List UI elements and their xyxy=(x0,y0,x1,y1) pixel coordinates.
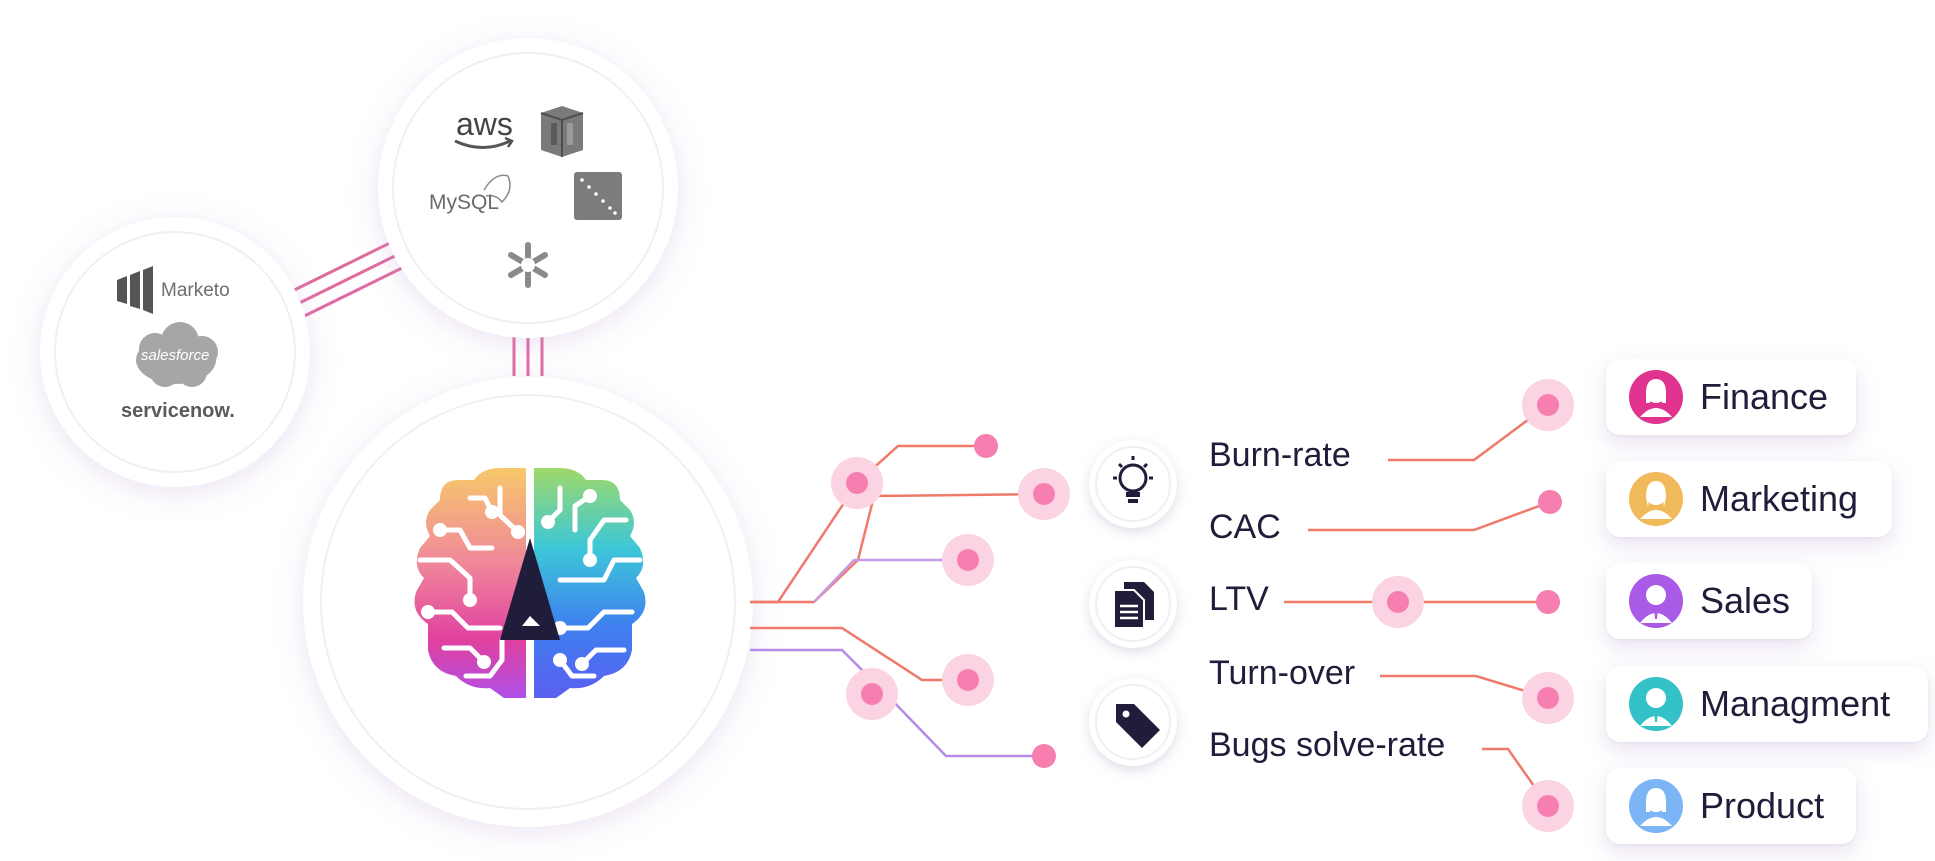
brain-connectors xyxy=(750,444,1045,758)
product-person-icon xyxy=(1629,779,1683,833)
dept-label-managment: Managment xyxy=(1700,683,1891,724)
dept-card-sales[interactable]: Sales xyxy=(1606,563,1812,639)
metric-cac: CAC xyxy=(1209,508,1281,546)
database-tile-icon xyxy=(574,172,622,220)
salesforce-wordmark: salesforce xyxy=(141,347,210,364)
tag-category xyxy=(1089,678,1177,766)
sales-person-icon xyxy=(1629,574,1683,628)
dept-card-managment[interactable]: Managment xyxy=(1606,666,1928,742)
aws-s3-icon xyxy=(540,106,584,157)
dept-card-product[interactable]: Product xyxy=(1606,768,1856,844)
document-category xyxy=(1089,560,1177,648)
crm-sources-circle xyxy=(40,217,310,487)
tag-icon xyxy=(1116,704,1160,748)
database-sources-circle xyxy=(378,38,678,338)
management-person-icon xyxy=(1629,677,1683,731)
metric-bugs-solve-rate: Bugs solve-rate xyxy=(1209,726,1446,764)
dept-label-marketing: Marketing xyxy=(1700,478,1859,519)
metric-burn-rate: Burn-rate xyxy=(1209,436,1351,474)
finance-person-icon xyxy=(1629,370,1683,424)
metric-nodes xyxy=(1372,379,1574,832)
lightbulb-icon xyxy=(1113,456,1153,503)
metric-turn-over: Turn-over xyxy=(1209,654,1356,692)
dept-label-product: Product xyxy=(1700,785,1825,826)
dept-label-finance: Finance xyxy=(1700,376,1829,417)
lightbulb-category xyxy=(1089,440,1177,528)
dept-card-finance[interactable]: Finance xyxy=(1606,359,1856,435)
marketo-wordmark: Marketo xyxy=(161,280,230,301)
document-icon xyxy=(1113,582,1154,629)
dept-label-sales: Sales xyxy=(1700,580,1791,621)
salesforce-logo xyxy=(136,322,218,387)
mysql-dolphin-icon xyxy=(483,174,511,204)
brain-logo xyxy=(414,468,646,698)
servicenow-wordmark: servicenow. xyxy=(121,400,235,422)
marketo-logo xyxy=(117,266,153,314)
dept-card-marketing[interactable]: Marketing xyxy=(1606,461,1892,537)
brain-nodes xyxy=(831,434,1070,768)
aws-wordmark: aws xyxy=(456,106,513,142)
marketing-person-icon xyxy=(1629,472,1683,526)
amazon-smile-icon xyxy=(454,139,511,149)
mysql-wordmark: MySQL xyxy=(429,191,500,214)
metric-ltv: LTV xyxy=(1209,580,1269,618)
